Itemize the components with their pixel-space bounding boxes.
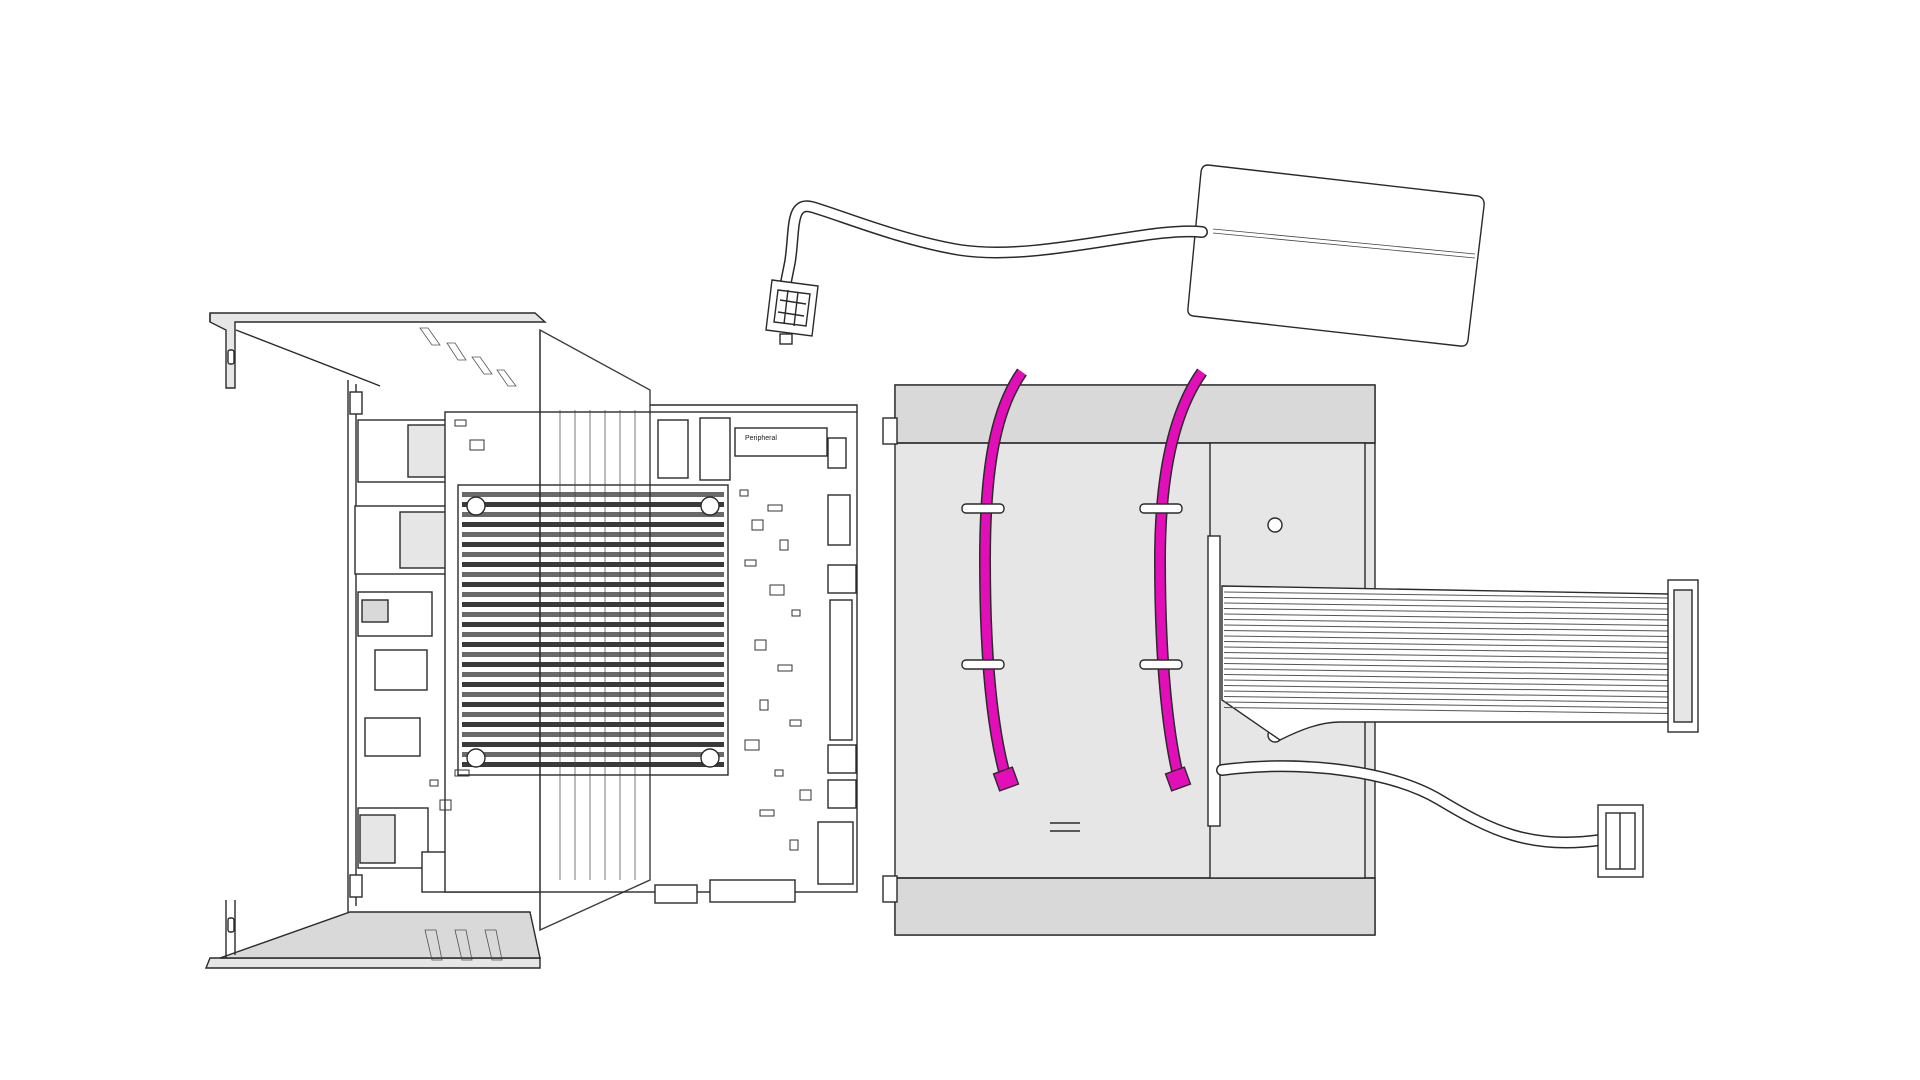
ribbon-wire bbox=[1223, 597, 1669, 604]
heatsink-fin bbox=[462, 642, 724, 647]
heatsink-fin bbox=[462, 512, 724, 517]
pcb-component bbox=[789, 719, 802, 727]
heatsink-fin bbox=[462, 682, 724, 687]
heatsink-fin bbox=[462, 542, 724, 547]
cable-tie-right bbox=[1139, 368, 1207, 792]
heatsink-fin bbox=[462, 572, 724, 577]
heatsink-fin bbox=[462, 692, 724, 697]
heatsink-fin bbox=[462, 492, 724, 497]
ribbon-wire bbox=[1223, 674, 1669, 681]
card-guides bbox=[419, 327, 651, 961]
heatsink-fin bbox=[462, 522, 724, 527]
pcb-component bbox=[439, 799, 452, 811]
board-silkscreen-label: Peripheral bbox=[745, 435, 777, 442]
ribbon-wire bbox=[1223, 635, 1669, 643]
enclosure-frame bbox=[204, 312, 547, 969]
pcb-component bbox=[744, 739, 760, 751]
pcb-component bbox=[767, 504, 783, 512]
adapter-connector bbox=[765, 279, 819, 345]
pcb-component bbox=[791, 609, 801, 617]
pcb-component bbox=[777, 664, 793, 672]
pcb-component bbox=[769, 584, 785, 596]
cable-tie-left bbox=[961, 368, 1027, 792]
heatsink-fin bbox=[462, 592, 724, 597]
ribbon-wire bbox=[1223, 602, 1669, 610]
pcb-component bbox=[789, 839, 799, 851]
ribbon-cable bbox=[1221, 579, 1699, 741]
usb-cable bbox=[1216, 760, 1644, 878]
ribbon-wire bbox=[1223, 624, 1669, 632]
pcb-component bbox=[454, 419, 467, 427]
pcb-component bbox=[454, 769, 470, 777]
ribbon-wire bbox=[1223, 591, 1669, 599]
ribbon-wire bbox=[1223, 663, 1669, 670]
heatsink-fin bbox=[462, 502, 724, 507]
heatsink-fin bbox=[462, 552, 724, 557]
heatsink-fin bbox=[462, 532, 724, 537]
ribbon-wire bbox=[1223, 630, 1669, 637]
heatsink-fin bbox=[462, 662, 724, 667]
pcb-component bbox=[759, 809, 775, 817]
ribbon-wire bbox=[1223, 696, 1669, 703]
heatsink-fin bbox=[462, 762, 724, 767]
ribbon-wire bbox=[1223, 657, 1669, 665]
board-components: Peripheral bbox=[429, 417, 857, 904]
pcb-component bbox=[799, 789, 812, 801]
heatsink-fin bbox=[462, 602, 724, 607]
ribbon-wire bbox=[1223, 608, 1669, 615]
heatsink-fin bbox=[462, 582, 724, 587]
heatsink-fin bbox=[462, 722, 724, 727]
heatsink-fin bbox=[462, 652, 724, 657]
ribbon-wire bbox=[1223, 679, 1669, 687]
ribbon-wire bbox=[1223, 646, 1669, 654]
heatsink-fin bbox=[462, 632, 724, 637]
ribbon-wire bbox=[1223, 652, 1669, 659]
ribbon-wire bbox=[1223, 668, 1669, 676]
heatsink-fin bbox=[462, 672, 724, 677]
ribbon-wire bbox=[1223, 690, 1669, 698]
pcb-component bbox=[774, 769, 784, 777]
pcb-component bbox=[754, 639, 767, 651]
pcb-component bbox=[751, 519, 764, 531]
heatsink-fin bbox=[462, 712, 724, 717]
heatsink-fin bbox=[462, 702, 724, 707]
heatsink bbox=[457, 484, 729, 776]
heatsink-fin bbox=[462, 612, 724, 617]
pcb-component bbox=[759, 699, 769, 711]
ribbon-wire bbox=[1223, 619, 1669, 626]
pcb-component bbox=[469, 439, 485, 451]
heatsink-fin bbox=[462, 742, 724, 747]
pcb-component bbox=[779, 539, 789, 551]
heatsink-fin bbox=[462, 732, 724, 737]
ribbon-wire bbox=[1223, 701, 1669, 709]
adapter-cable bbox=[780, 200, 1208, 288]
pcb-component bbox=[429, 779, 439, 787]
ribbon-wire bbox=[1223, 613, 1669, 621]
ribbon-wire bbox=[1223, 641, 1669, 648]
ribbon-wire bbox=[1223, 707, 1669, 714]
pcb-component bbox=[744, 559, 757, 567]
pcb-component bbox=[739, 489, 749, 497]
heatsink-fin bbox=[462, 562, 724, 567]
heatsink-fin bbox=[462, 752, 724, 757]
ribbon-wire bbox=[1223, 685, 1669, 692]
heatsink-fin bbox=[462, 622, 724, 627]
power-adapter bbox=[1187, 164, 1485, 347]
